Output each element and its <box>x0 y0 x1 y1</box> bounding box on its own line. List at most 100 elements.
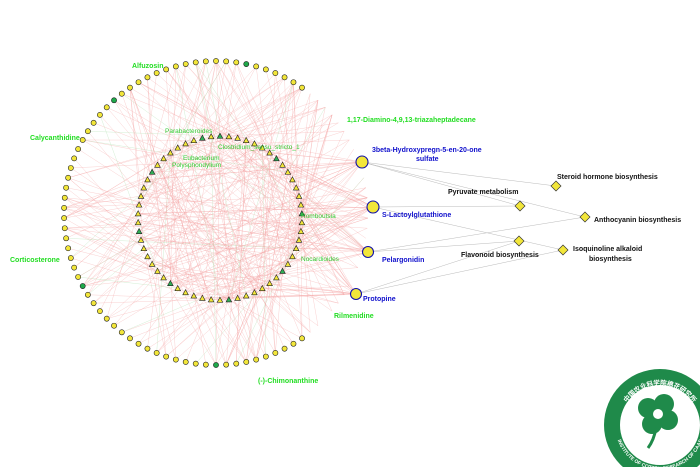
metabolite-node <box>135 79 142 86</box>
label-chimonanthine: (-)-Chimonanthine <box>258 378 318 385</box>
metabolite-node <box>192 360 199 367</box>
label-calycanthidine: Calycanthidine <box>30 135 80 142</box>
metabolite-node <box>127 84 133 91</box>
metabolite-node <box>75 146 82 152</box>
microbe-node <box>207 296 215 303</box>
metabolite-node <box>262 66 269 73</box>
metabolite-node <box>97 111 103 118</box>
microbe-node <box>135 227 143 234</box>
metabolite-node <box>281 74 288 81</box>
metabolite-node <box>71 264 78 271</box>
microbe-node <box>292 244 300 252</box>
label-protopine: Protopine <box>363 296 396 303</box>
metabolite-node <box>202 361 209 368</box>
metabolite-node <box>299 84 305 91</box>
microbe-node <box>140 184 148 191</box>
metabolite-node <box>290 79 297 86</box>
metabolite-node <box>79 137 86 143</box>
label-lactoylglutathione: S-Lactoylglutathione <box>382 212 451 219</box>
metabolite-node <box>182 61 189 67</box>
microbe-node <box>216 132 224 139</box>
label-rilmenidine: Rilmenidine <box>334 313 374 320</box>
outer-metabolite-ring <box>61 58 305 368</box>
metabolite-node <box>84 128 91 135</box>
metabolite-node <box>144 345 151 352</box>
microbe-node <box>207 133 215 140</box>
microbe-node <box>242 136 250 143</box>
metabolite-node <box>223 361 230 368</box>
microbe-node <box>258 144 266 151</box>
label-polysphondylium: Polysphondylium <box>172 162 221 169</box>
metabolite-node <box>84 291 91 298</box>
pathway-node <box>557 244 569 256</box>
metabolite-node <box>144 74 151 81</box>
microbe-node <box>154 161 161 168</box>
microbe-node <box>251 140 258 147</box>
microbe-node <box>144 176 151 183</box>
metabolite-node <box>65 245 72 252</box>
metabolite-node <box>135 340 142 347</box>
label-hydroxypregn-line2: sulfate <box>416 156 439 163</box>
microbe-node <box>292 184 300 191</box>
metabolite-node <box>90 300 97 307</box>
microbe-node <box>234 294 241 301</box>
metabolite-node <box>290 340 297 347</box>
metabolite-node <box>233 360 240 367</box>
label-eubacterium: Eubacterium <box>183 155 220 162</box>
metabolite-node <box>61 194 68 201</box>
microbe-node <box>297 227 305 234</box>
metabolite-node <box>223 58 230 65</box>
microbe-node <box>144 252 151 260</box>
microbe-node <box>258 284 266 291</box>
microbe-node <box>295 236 303 243</box>
microbe-node <box>190 292 198 299</box>
metabolite-node <box>172 356 179 363</box>
metabolite-node <box>63 184 70 191</box>
microbe-node <box>160 274 167 281</box>
microbe-node <box>225 296 233 303</box>
metabolite-node <box>75 274 82 280</box>
metabolite-node <box>172 63 179 70</box>
microbe-node <box>279 161 286 168</box>
metabolite-node <box>67 165 74 171</box>
microbe-node <box>167 279 174 286</box>
microbe-node <box>148 168 156 175</box>
metabolite-node <box>163 353 170 360</box>
metabolite-node <box>272 350 279 356</box>
metabolite-node <box>118 90 125 97</box>
label-romboutsia: Romboutsia <box>301 213 336 220</box>
label-pyruvate: Pyruvate metabolism <box>448 189 518 196</box>
metabolite-node <box>233 59 240 66</box>
microbe-node <box>284 260 292 267</box>
microbe-node <box>273 274 280 281</box>
microbe-node <box>182 140 189 147</box>
microbe-node <box>242 292 250 299</box>
microbe-node <box>135 201 143 208</box>
metabolite-node <box>243 359 250 365</box>
key-metabolite-nodes <box>349 155 380 301</box>
microbe-node <box>174 284 182 291</box>
pathway-node <box>514 200 526 212</box>
metabolite-node <box>153 350 160 356</box>
metabolite-node <box>253 63 260 70</box>
label-isoquinoline-line2: biosynthesis <box>589 256 632 263</box>
key-metabolite-node <box>361 245 375 259</box>
label-diamino-triazaheptadecane: 1,17-Diamino-4,9,13-triazaheptadecane <box>347 117 476 124</box>
pathway-node <box>579 211 591 223</box>
metabolite-node <box>65 174 72 181</box>
metabolite-node <box>243 61 250 67</box>
label-clostridium: Clostridium_sensu_stricto_1 <box>218 144 300 151</box>
microbe-node <box>199 134 206 141</box>
microbe-node <box>134 219 142 226</box>
metabolite-node <box>79 283 86 289</box>
microbe-node <box>137 192 145 199</box>
microbe-node <box>160 155 167 162</box>
label-flavonoid: Flavonoid biosynthesis <box>461 252 539 259</box>
microbe-node <box>174 144 182 151</box>
metabolite-node <box>213 58 219 64</box>
metabolite-node <box>163 66 170 73</box>
metabolite-node <box>299 335 305 342</box>
metabolite-node <box>182 359 189 365</box>
microbe-node <box>266 279 273 286</box>
